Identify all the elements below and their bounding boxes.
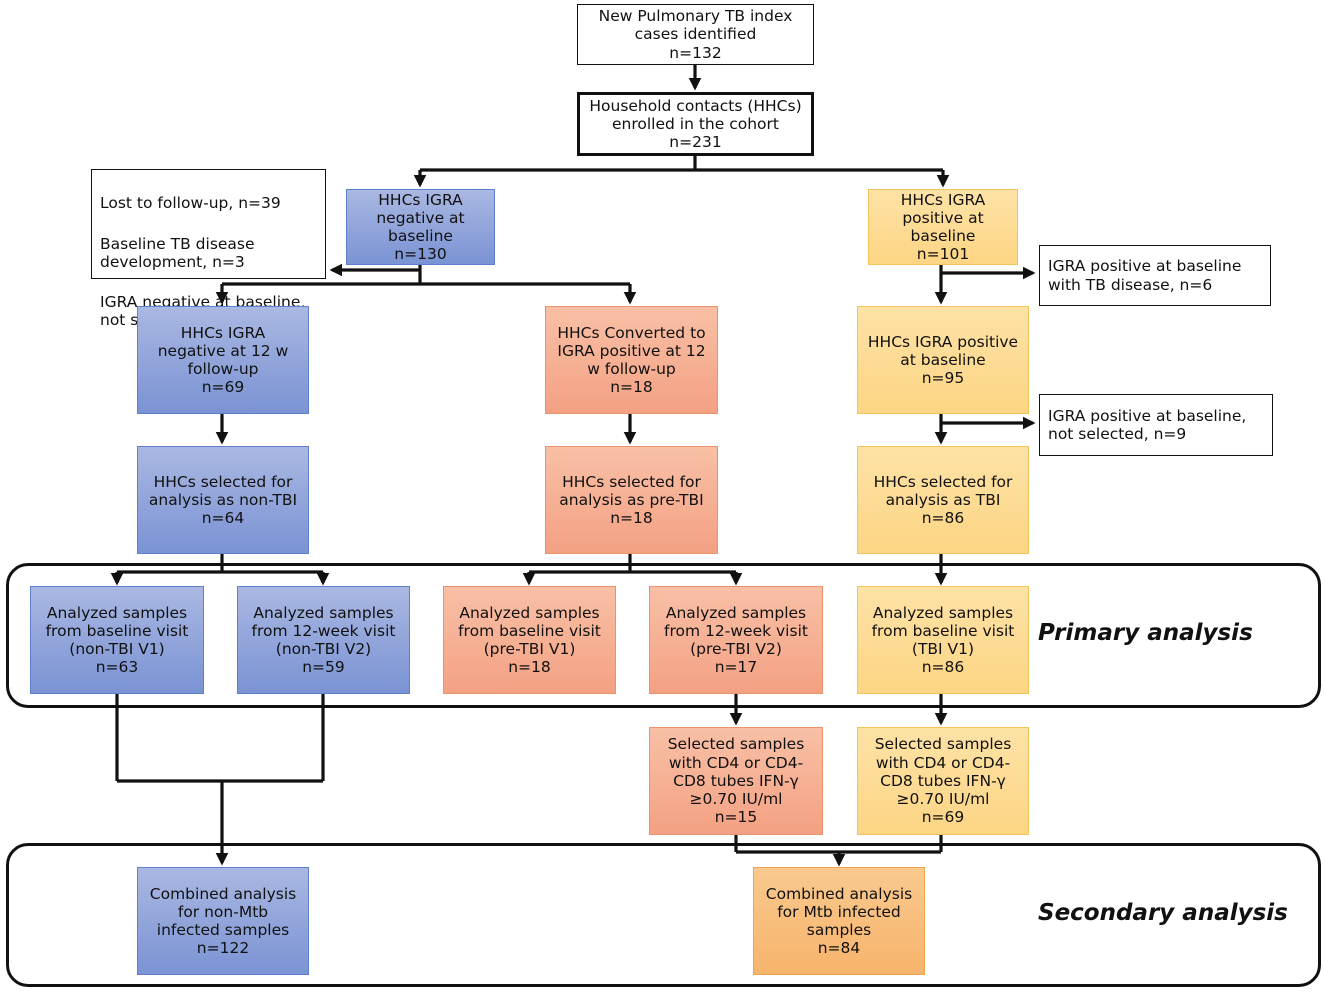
pre-tbi-v2-box: Analyzed samples from 12-week visit (pre…: [649, 586, 823, 694]
excluded-tb-disease-note: IGRA positive at baseline with TB diseas…: [1039, 245, 1271, 306]
selected-tbi-box: HHCs selected for analysis as TBI n=86: [857, 446, 1029, 554]
index-cases-box: New Pulmonary TB index cases identified …: [577, 4, 814, 65]
non-tbi-v2-box: Analyzed samples from 12-week visit (non…: [237, 586, 410, 694]
non-tbi-v1-box: Analyzed samples from baseline visit (no…: [30, 586, 204, 694]
primary-analysis-frame: [6, 563, 1321, 708]
igra-neg-12w-box: HHCs IGRA negative at 12 w follow-up n=6…: [137, 306, 309, 414]
excluded-left-note: Lost to follow-up, n=39 Baseline TB dise…: [91, 169, 326, 329]
igra-pos-baseline-95-box: HHCs IGRA positive at baseline n=95: [857, 306, 1029, 414]
selected-non-tbi-box: HHCs selected for analysis as non-TBI n=…: [137, 446, 309, 554]
tbi-v1-box: Analyzed samples from baseline visit (TB…: [857, 586, 1029, 694]
secondary-analysis-frame: [6, 843, 1321, 987]
combined-non-mtb-box: Combined analysis for non-Mtb infected s…: [137, 867, 309, 975]
converted-12w-box: HHCs Converted to IGRA positive at 12 w …: [545, 306, 718, 414]
excluded-not-selected-note: IGRA positive at baseline, not selected,…: [1039, 394, 1273, 456]
igra-pos-baseline-box: HHCs IGRA positive at baseline n=101: [868, 189, 1018, 265]
combined-mtb-box: Combined analysis for Mtb infected sampl…: [753, 867, 925, 975]
primary-analysis-label: Primary analysis: [1038, 620, 1253, 646]
hhc-enrolled-box: Household contacts (HHCs) enrolled in th…: [577, 92, 814, 156]
selected-tbi-cd4-box: Selected samples with CD4 or CD4- CD8 tu…: [857, 727, 1029, 835]
igra-neg-baseline-box: HHCs IGRA negative at baseline n=130: [346, 189, 495, 265]
selected-pre-tbi-box: HHCs selected for analysis as pre-TBI n=…: [545, 446, 718, 554]
selected-pre-cd4-box: Selected samples with CD4 or CD4- CD8 tu…: [649, 727, 823, 835]
pre-tbi-v1-box: Analyzed samples from baseline visit (pr…: [443, 586, 616, 694]
secondary-analysis-label: Secondary analysis: [1038, 900, 1288, 926]
